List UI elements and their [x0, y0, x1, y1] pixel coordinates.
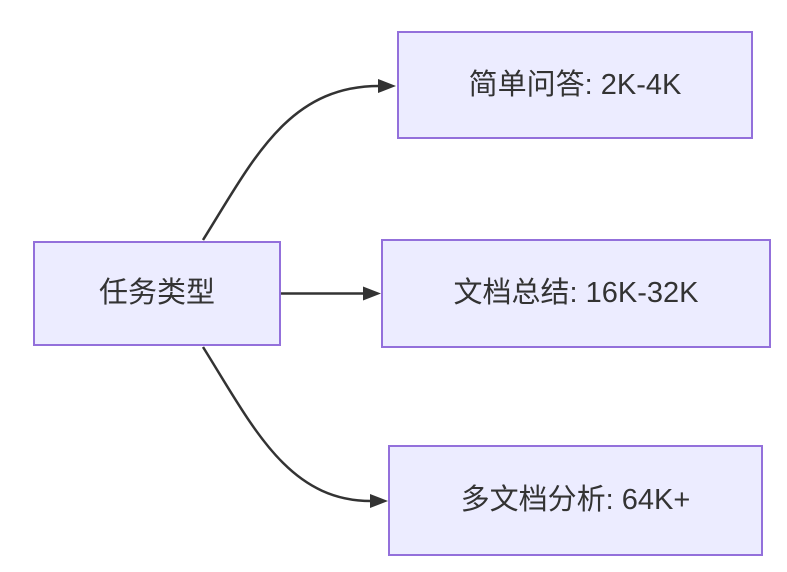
node-simple-qa: 简单问答: 2K-4K: [397, 31, 753, 139]
node-simple-qa-label: 简单问答: 2K-4K: [468, 68, 682, 101]
edge-root-to-simple-qa: [201, 79, 396, 241]
node-task-type-label: 任务类型: [98, 277, 215, 310]
node-task-type: 任务类型: [33, 241, 281, 346]
node-doc-summary: 文档总结: 16K-32K: [381, 239, 771, 348]
node-multi-doc: 多文档分析: 64K+: [388, 445, 763, 556]
edge-root-to-multi-doc: [201, 346, 388, 508]
node-doc-summary-label: 文档总结: 16K-32K: [453, 277, 699, 310]
node-multi-doc-label: 多文档分析: 64K+: [460, 484, 691, 517]
